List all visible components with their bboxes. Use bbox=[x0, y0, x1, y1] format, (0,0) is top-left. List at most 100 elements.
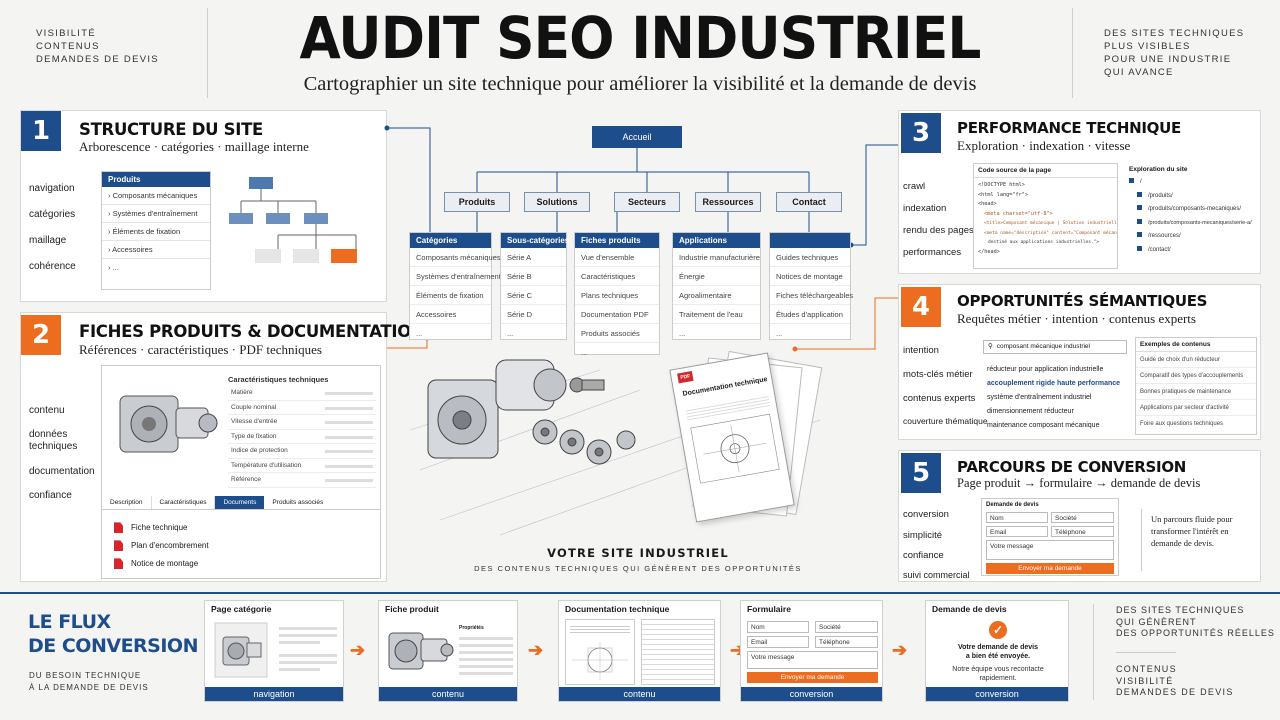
list-item[interactable]: Notices de montage bbox=[770, 267, 850, 286]
list-item[interactable]: Caractéristiques bbox=[575, 267, 659, 286]
list-item[interactable]: Éléments de fixation bbox=[410, 286, 491, 305]
menu-item[interactable]: › Accessoires bbox=[102, 241, 210, 259]
list-item[interactable]: Agroalimentaire bbox=[673, 286, 760, 305]
tab-characteristics[interactable]: Caractéristiques bbox=[152, 496, 216, 509]
message-field[interactable]: Votre message bbox=[986, 540, 1114, 560]
list-item[interactable]: Industrie manufacturière bbox=[673, 248, 760, 267]
name-field[interactable]: Nom bbox=[986, 512, 1048, 523]
phone-field[interactable]: Téléphone bbox=[1051, 526, 1114, 537]
arrow-right-icon: ➔ bbox=[892, 640, 908, 660]
flow-card-product-page[interactable]: Fiche produit Propriétés contenu bbox=[378, 600, 518, 702]
pdf-icon bbox=[114, 522, 123, 534]
list-item[interactable]: Fiches téléchargeables bbox=[770, 286, 853, 305]
company-field[interactable]: Société bbox=[815, 621, 878, 633]
suggestion-item[interactable]: réducteur pour application industrielle bbox=[987, 366, 1104, 373]
name-field[interactable]: Nom bbox=[747, 621, 809, 633]
gearbox-icon bbox=[214, 622, 268, 678]
list-item[interactable]: Guides techniques bbox=[770, 248, 850, 267]
email-field[interactable]: Email bbox=[986, 526, 1048, 537]
tree-node-solutions[interactable]: Solutions bbox=[524, 192, 590, 212]
flow-card-title: Demande de devis bbox=[932, 604, 1007, 614]
folder-icon bbox=[1129, 178, 1134, 183]
path-item[interactable]: /contact/ bbox=[1129, 244, 1257, 258]
list-item[interactable]: Traitement de l'eau bbox=[673, 305, 760, 324]
tab-documents[interactable]: Documents bbox=[215, 496, 265, 509]
tree-root-home[interactable]: Accueil bbox=[592, 126, 682, 148]
menu-item[interactable]: › Éléments de fixation bbox=[102, 223, 210, 241]
list-item[interactable]: Série D bbox=[501, 305, 566, 324]
list-item[interactable]: Documentation PDF bbox=[575, 305, 659, 324]
list-item[interactable]: Composants mécaniques bbox=[410, 248, 501, 267]
phone-field[interactable]: Téléphone bbox=[815, 636, 878, 648]
suggestion-item[interactable]: maintenance composant mécanique bbox=[987, 422, 1100, 429]
search-input[interactable]: ⚲composant mécanique industriel bbox=[983, 340, 1127, 354]
list-item[interactable]: Série A bbox=[501, 248, 566, 267]
tree-node-contact[interactable]: Contact bbox=[776, 192, 842, 212]
list-item[interactable]: Série B bbox=[501, 267, 566, 286]
menu-item[interactable]: › Systèmes d'entraînement bbox=[102, 205, 210, 223]
document-link[interactable]: Notice de montage bbox=[114, 555, 209, 573]
list-item[interactable]: ... bbox=[679, 329, 686, 338]
path-label: / bbox=[1140, 179, 1142, 185]
menu-item[interactable]: › Composants mécaniques bbox=[102, 187, 210, 205]
list-item[interactable]: Vue d'ensemble bbox=[575, 248, 659, 267]
tab-related-products[interactable]: Produits associés bbox=[272, 499, 324, 506]
spec-table: Matière Couple nominal Vitesse d'entrée … bbox=[228, 386, 376, 488]
menu-item-label: Composants mécaniques bbox=[112, 191, 198, 200]
company-field[interactable]: Société bbox=[1051, 512, 1114, 523]
tree-node-sectors[interactable]: Secteurs bbox=[614, 192, 680, 212]
list-item[interactable]: ... bbox=[416, 329, 423, 338]
suggestion-item[interactable]: système d'entraînement industriel bbox=[987, 394, 1092, 401]
menu-item-label: Accessoires bbox=[112, 245, 153, 254]
flow-card-quote-request[interactable]: Demande de devis ✓ Votre demande de devi… bbox=[925, 600, 1069, 702]
tree-node-products[interactable]: Produits bbox=[444, 192, 510, 212]
site-crawl-panel: Exploration du site / /produits/ /produi… bbox=[1125, 163, 1257, 269]
email-field[interactable]: Email bbox=[747, 636, 809, 648]
path-item[interactable]: / bbox=[1129, 176, 1257, 190]
list-item[interactable]: ... bbox=[776, 329, 783, 338]
flow-card-title: Page catégorie bbox=[211, 604, 272, 614]
spec-value-bar bbox=[325, 479, 373, 482]
path-item[interactable]: /produits/ bbox=[1129, 190, 1257, 204]
flow-card-form[interactable]: Formulaire Nom Société Email Téléphone V… bbox=[740, 600, 883, 702]
path-item[interactable]: /produits/composants-mecaniques/ bbox=[1129, 203, 1257, 217]
document-link[interactable]: Fiche technique bbox=[114, 519, 209, 537]
submit-button[interactable]: Envoyer ma demande bbox=[747, 672, 878, 683]
suggestion-item[interactable]: accouplement rigide haute performance bbox=[987, 380, 1121, 387]
list-item[interactable]: ... bbox=[507, 329, 514, 338]
example-item[interactable]: Foire aux questions techniques bbox=[1140, 421, 1224, 427]
tag: DEMANDES DE DEVIS bbox=[1116, 687, 1234, 697]
tab-description[interactable]: Description bbox=[102, 496, 152, 509]
menu-header[interactable]: Produits bbox=[102, 172, 210, 187]
list-item[interactable]: ... bbox=[581, 348, 588, 357]
document-label: Fiche technique bbox=[131, 523, 188, 532]
example-item[interactable]: Comparatif des types d'accouplements bbox=[1136, 368, 1256, 384]
path-item[interactable]: /produits/composants-mecaniques/serie-a/ bbox=[1129, 217, 1257, 231]
flow-card-documentation[interactable]: Documentation technique contenu bbox=[558, 600, 721, 702]
list-item[interactable]: Systèmes d'entraînement bbox=[410, 267, 501, 286]
section-number: 5 bbox=[901, 453, 941, 493]
menu-item[interactable]: › ... bbox=[108, 263, 119, 272]
example-item[interactable]: Applications par secteur d'activité bbox=[1136, 400, 1256, 416]
confirmation-line: Notre équipe vous recontacte bbox=[952, 666, 1044, 673]
flow-card-category-page[interactable]: Page catégorie navigation bbox=[204, 600, 344, 702]
list-item[interactable]: Études d'application bbox=[770, 305, 850, 324]
flow-card-title: Fiche produit bbox=[385, 604, 439, 614]
tag: CONTENUS bbox=[36, 41, 100, 52]
suggestion-item[interactable]: dimensionnement réducteur bbox=[987, 408, 1074, 415]
tree-node-resources[interactable]: Ressources bbox=[695, 192, 761, 212]
list-item[interactable]: Produits associés bbox=[575, 324, 659, 343]
message-field[interactable]: Votre message bbox=[747, 651, 878, 669]
list-header: Catégories bbox=[410, 233, 491, 248]
spec-value-bar bbox=[325, 464, 373, 468]
list-header: Applications bbox=[673, 233, 760, 248]
path-item[interactable]: /ressources/ bbox=[1129, 230, 1257, 244]
list-item[interactable]: Accessoires bbox=[410, 305, 491, 324]
document-link[interactable]: Plan d'encombrement bbox=[114, 537, 209, 555]
list-item[interactable]: Plans techniques bbox=[575, 286, 659, 305]
example-item[interactable]: Guide de choix d'un réducteur bbox=[1136, 352, 1256, 368]
example-item[interactable]: Bonnes pratiques de maintenance bbox=[1136, 384, 1256, 400]
list-item[interactable]: Énergie bbox=[673, 267, 760, 286]
submit-button[interactable]: Envoyer ma demande bbox=[986, 563, 1114, 574]
list-item[interactable]: Série C bbox=[501, 286, 566, 305]
